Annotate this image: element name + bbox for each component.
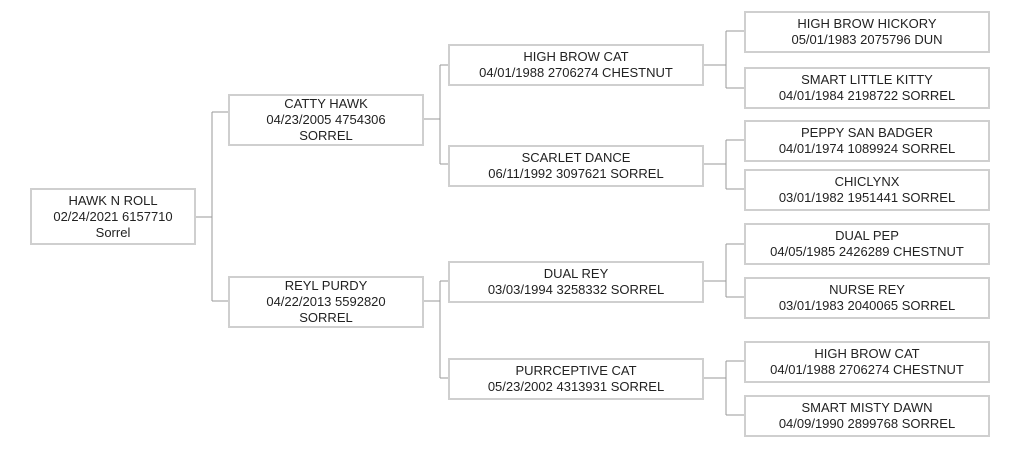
ggp-box: DUAL PEP 04/05/1985 2426289 CHESTNUT — [744, 223, 990, 265]
ggp-name: SMART LITTLE KITTY — [801, 72, 933, 87]
ggp-info: 04/05/1985 2426289 CHESTNUT — [770, 244, 964, 259]
ggp-name: HIGH BROW CAT — [814, 346, 920, 361]
ggp-info: 04/01/1974 1089924 SORREL — [778, 141, 956, 156]
ggp-info: 05/01/1983 2075796 DUN — [791, 32, 943, 47]
sire-sire-name: HIGH BROW CAT — [523, 49, 629, 64]
ggp-name: HIGH BROW HICKORY — [797, 16, 937, 31]
sire-dam-info: 06/11/1992 3097621 SORREL — [488, 166, 664, 181]
dam-color: SORREL — [299, 310, 353, 325]
ggp-info: 04/01/1988 2706274 CHESTNUT — [770, 362, 964, 377]
ggp-box: CHICLYNX 03/01/1982 1951441 SORREL — [744, 169, 990, 211]
ggp-info: 04/09/1990 2899768 SORREL — [778, 416, 956, 431]
ggp-info: 04/01/1984 2198722 SORREL — [778, 88, 956, 103]
subject-info: 02/24/2021 6157710 — [53, 208, 173, 224]
dam-sire-info: 03/03/1994 3258332 SORREL — [487, 282, 665, 297]
ggp-box: HIGH BROW HICKORY 05/01/1983 2075796 DUN — [744, 11, 990, 53]
dam-dam-name: PURRCEPTIVE CAT — [515, 363, 637, 378]
dam-sire-box: DUAL REY 03/03/1994 3258332 SORREL — [448, 261, 704, 303]
subject-horse-box: HAWK N ROLL 02/24/2021 6157710 Sorrel — [30, 188, 196, 245]
ggp-name: DUAL PEP — [835, 228, 899, 243]
ggp-box: PEPPY SAN BADGER 04/01/1974 1089924 SORR… — [744, 120, 990, 162]
dam-box: REYL PURDY 04/22/2013 5592820 SORREL — [228, 276, 424, 328]
sire-info: 04/23/2005 4754306 — [266, 112, 386, 127]
dam-dam-info: 05/23/2002 4313931 SORREL — [487, 379, 665, 394]
sire-box: CATTY HAWK 04/23/2005 4754306 SORREL — [228, 94, 424, 146]
dam-sire-name: DUAL REY — [543, 266, 609, 281]
sire-sire-box: HIGH BROW CAT 04/01/1988 2706274 CHESTNU… — [448, 44, 704, 86]
sire-color: SORREL — [299, 128, 353, 143]
ggp-box: SMART MISTY DAWN 04/09/1990 2899768 SORR… — [744, 395, 990, 437]
ggp-info: 03/01/1983 2040065 SORREL — [778, 298, 956, 313]
ggp-info: 03/01/1982 1951441 SORREL — [778, 190, 956, 205]
ggp-name: NURSE REY — [829, 282, 905, 297]
sire-dam-box: SCARLET DANCE 06/11/1992 3097621 SORREL — [448, 145, 704, 187]
sire-dam-name: SCARLET DANCE — [521, 150, 631, 165]
ggp-name: CHICLYNX — [834, 174, 900, 189]
subject-name: HAWK N ROLL — [68, 192, 158, 208]
subject-color: Sorrel — [95, 224, 131, 240]
sire-name: CATTY HAWK — [284, 96, 368, 111]
dam-name: REYL PURDY — [284, 278, 368, 293]
dam-dam-box: PURRCEPTIVE CAT 05/23/2002 4313931 SORRE… — [448, 358, 704, 400]
sire-sire-info: 04/01/1988 2706274 CHESTNUT — [479, 65, 673, 80]
ggp-name: PEPPY SAN BADGER — [801, 125, 933, 140]
ggp-box: NURSE REY 03/01/1983 2040065 SORREL — [744, 277, 990, 319]
ggp-box: HIGH BROW CAT 04/01/1988 2706274 CHESTNU… — [744, 341, 990, 383]
ggp-box: SMART LITTLE KITTY 04/01/1984 2198722 SO… — [744, 67, 990, 109]
dam-info: 04/22/2013 5592820 — [266, 294, 386, 309]
ggp-name: SMART MISTY DAWN — [801, 400, 933, 415]
